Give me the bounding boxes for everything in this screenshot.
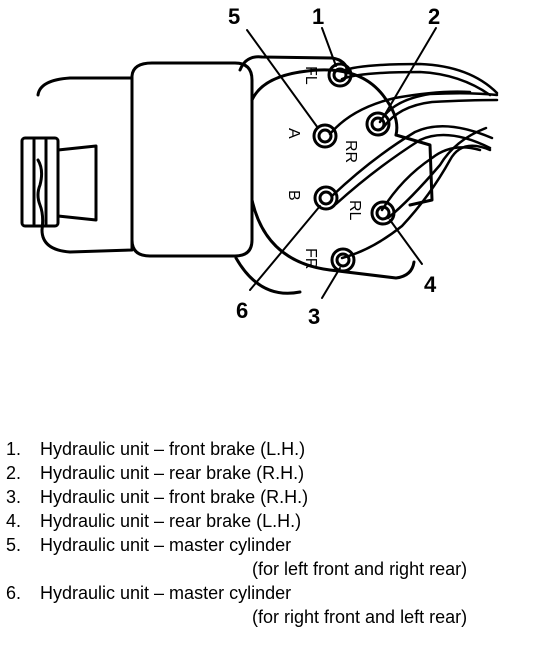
port-label-a: A	[285, 128, 302, 139]
legend-text-continuation: (for left front and right rear)	[252, 559, 468, 579]
port-b	[313, 185, 339, 211]
port-label-fr: FR	[302, 248, 319, 269]
legend-list: 1. Hydraulic unit – front brake (L.H.) 2…	[6, 437, 538, 629]
legend-number: 1.	[6, 439, 22, 459]
port-label-rl: RL	[346, 200, 363, 221]
legend-number: 3.	[6, 487, 22, 507]
port-rr	[365, 111, 391, 137]
callout-4: 4	[424, 272, 437, 297]
legend-text: Hydraulic unit – rear brake (L.H.)	[40, 511, 302, 531]
legend-item-5: 5. Hydraulic unit – master cylinder (for…	[6, 533, 538, 581]
legend-text: Hydraulic unit – front brake (R.H.)	[40, 487, 309, 507]
callout-5: 5	[228, 4, 240, 29]
callout-2: 2	[428, 4, 440, 29]
port-label-rr: RR	[342, 140, 359, 163]
legend-item-1: 1. Hydraulic unit – front brake (L.H.)	[6, 437, 538, 461]
electrical-connector	[20, 76, 134, 254]
legend-item-6: 6. Hydraulic unit – master cylinder (for…	[6, 581, 538, 629]
port-a	[312, 123, 338, 149]
legend-text: Hydraulic unit – rear brake (R.H.)	[40, 463, 305, 483]
legend-text: Hydraulic unit – master cylinder	[40, 583, 292, 603]
legend-number: 6.	[6, 583, 22, 603]
leader-lines	[246, 27, 437, 299]
legend-number: 5.	[6, 535, 22, 555]
port-fr	[330, 247, 356, 273]
pump-housing	[130, 55, 434, 295]
legend-item-2: 2. Hydraulic unit – rear brake (R.H.)	[6, 461, 538, 485]
port-label-fl: FL	[302, 66, 319, 85]
legend-number: 2.	[6, 463, 22, 483]
port-rl	[370, 200, 396, 226]
callout-3: 3	[308, 304, 320, 329]
hydraulic-unit-diagram: FL A RR B RL FR 1 2 3 4 5 6	[20, 4, 499, 329]
callout-6: 6	[236, 298, 248, 323]
port-label-b: B	[285, 190, 302, 201]
legend-text: Hydraulic unit – front brake (L.H.)	[40, 439, 306, 459]
legend-number: 4.	[6, 511, 22, 531]
legend-item-3: 3. Hydraulic unit – front brake (R.H.)	[6, 485, 538, 509]
port-fl	[327, 62, 353, 88]
legend-text: Hydraulic unit – master cylinder	[40, 535, 292, 555]
legend-item-4: 4. Hydraulic unit – rear brake (L.H.)	[6, 509, 538, 533]
callout-1: 1	[312, 4, 324, 29]
legend-text-continuation: (for right front and left rear)	[252, 607, 468, 627]
brake-lines	[328, 62, 499, 260]
